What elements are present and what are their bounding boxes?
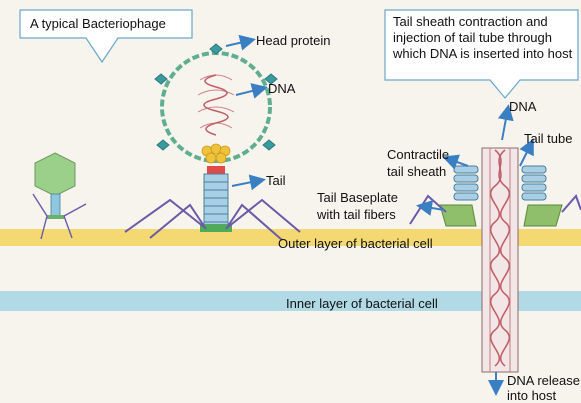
label-dna-head: DNA bbox=[268, 81, 295, 96]
label-baseplate: Tail Baseplate with tail fibers bbox=[317, 189, 398, 223]
baseplate-line-1: Tail Baseplate bbox=[317, 189, 398, 206]
label-dna-release: DNA release into host bbox=[507, 373, 580, 403]
label-dna-right: DNA bbox=[509, 99, 536, 114]
label-tail-tube: Tail tube bbox=[524, 131, 572, 146]
right-callout-line-2: injection of tail tube through bbox=[393, 30, 577, 46]
main-phage bbox=[125, 44, 300, 240]
contractile-line-1: Contractile bbox=[387, 146, 449, 163]
label-inner-layer: Inner layer of bacterial cell bbox=[286, 296, 438, 311]
right-callout-line-3: which DNA is inserted into host bbox=[393, 46, 577, 62]
contractile-line-2: tail sheath bbox=[387, 163, 449, 180]
baseplate-line-2: with tail fibers bbox=[317, 206, 398, 223]
label-outer-layer: Outer layer of bacterial cell bbox=[278, 236, 433, 251]
injecting-phage bbox=[410, 148, 581, 372]
small-phage bbox=[33, 153, 86, 239]
left-callout-text: A typical Bacteriophage bbox=[30, 16, 166, 32]
left-callout-label: A typical Bacteriophage bbox=[30, 16, 166, 31]
right-callout-text: Tail sheath contraction and injection of… bbox=[393, 14, 577, 62]
label-tail: Tail bbox=[266, 173, 286, 188]
right-callout-line-1: Tail sheath contraction and bbox=[393, 14, 577, 30]
release-line-1: DNA release bbox=[507, 373, 580, 388]
release-line-2: into host bbox=[507, 388, 580, 403]
label-contractile-sheath: Contractile tail sheath bbox=[387, 146, 449, 180]
label-head-protein: Head protein bbox=[256, 33, 330, 48]
